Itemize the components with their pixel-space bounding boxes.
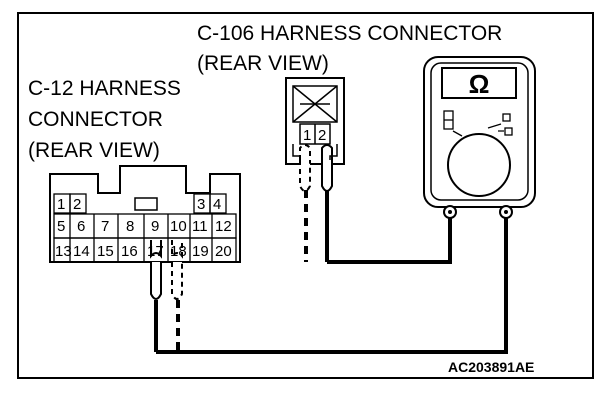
c106-pin-2: 2 <box>318 127 326 144</box>
c12-pin-4: 4 <box>213 196 221 213</box>
c106-connector: 1 2 <box>285 77 345 165</box>
c12-pin-12: 12 <box>215 218 232 235</box>
c12-label-line3: (REAR VIEW) <box>28 139 160 162</box>
diagram-frame <box>17 12 594 379</box>
probe-c12-pin10 <box>171 240 183 352</box>
c12-pin-16: 16 <box>121 243 138 260</box>
c12-connector: 1 2 3 4 5 6 7 8 9 10 11 12 13 14 15 16 1… <box>49 165 241 263</box>
c106-label-line1: C-106 HARNESS CONNECTOR <box>197 22 502 45</box>
probe-c106-pin1 <box>299 144 311 262</box>
c106-pin-1: 1 <box>303 127 311 144</box>
probe-c106-pin2 <box>321 144 452 264</box>
c12-pin-7: 7 <box>101 218 109 235</box>
c106-label-line2: (REAR VIEW) <box>197 52 329 75</box>
ohmmeter: Ω <box>423 56 536 219</box>
c12-pin-20: 20 <box>215 243 232 260</box>
c12-pin-19: 19 <box>192 243 209 260</box>
c12-pin-9: 9 <box>151 218 159 235</box>
c12-pin-11: 11 <box>192 218 208 235</box>
c12-pin-13: 13 <box>55 243 72 260</box>
c12-pin-15: 15 <box>97 243 114 260</box>
diagram-code: AC203891AE <box>448 359 534 375</box>
c12-pin-5: 5 <box>57 218 65 235</box>
c12-pin-14: 14 <box>73 243 90 260</box>
c12-label-line2: CONNECTOR <box>28 108 163 131</box>
probe-c12-pin9 <box>150 218 508 354</box>
c12-pin-3: 3 <box>197 196 205 213</box>
c12-pin-1: 1 <box>57 196 65 213</box>
c12-pin-10: 10 <box>170 218 187 235</box>
ohm-symbol: Ω <box>469 69 490 99</box>
c12-pin-2: 2 <box>73 196 81 213</box>
c12-label-line1: C-12 HARNESS <box>28 77 181 100</box>
c12-pin-8: 8 <box>126 218 134 235</box>
c12-pin-6: 6 <box>77 218 85 235</box>
